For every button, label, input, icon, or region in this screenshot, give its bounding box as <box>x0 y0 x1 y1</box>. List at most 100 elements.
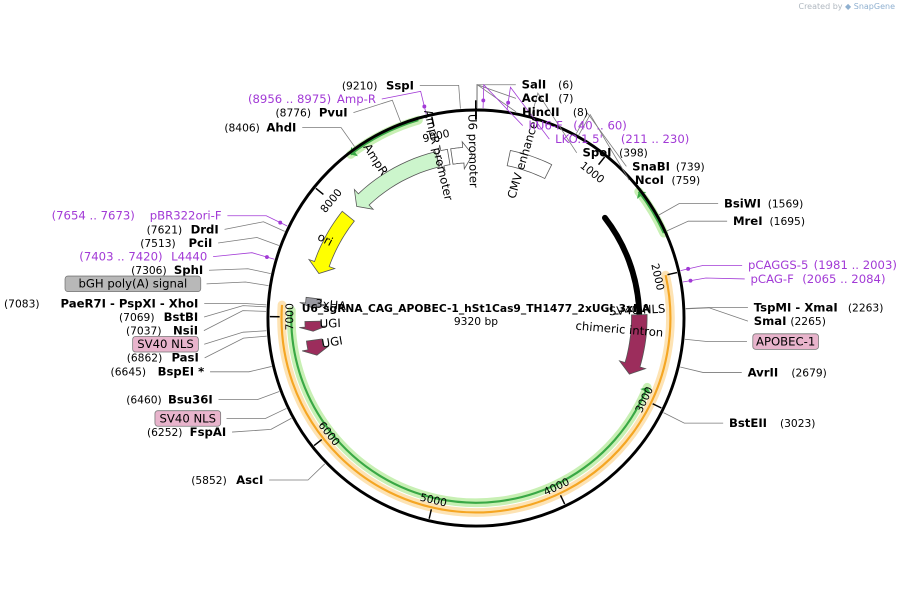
plasmid-name: U6_sgRNA_CAG_APOBEC-1_hSt1Cas9_TH1477_2x… <box>302 302 651 315</box>
feature-promoter <box>436 144 451 172</box>
site-position: (7) <box>558 92 573 105</box>
tick-mark <box>428 509 433 519</box>
leader-line <box>575 112 627 167</box>
leader-line <box>218 237 280 246</box>
restriction-site: AhdI (8406) <box>224 121 296 135</box>
site-name: SspI <box>386 78 414 92</box>
site-name: AccI <box>522 91 549 105</box>
restriction-site: PasI(6862) <box>127 351 199 365</box>
feature-box <box>752 333 819 350</box>
leader-line <box>206 281 269 286</box>
primer-site: L4440 (7403 .. 7420) <box>79 249 269 263</box>
site-name: FspAI <box>190 425 227 439</box>
site-position: (6460) <box>126 394 162 407</box>
restriction-site: PaeR7I - PspXI - XhoI(7083) <box>4 296 198 310</box>
site-position: (7083) <box>4 297 40 310</box>
site-position: (3023) <box>780 417 816 430</box>
leader-line <box>666 220 728 232</box>
feature-box-label: bGH poly(A) signal <box>64 275 202 292</box>
site-position: (6) <box>558 79 573 92</box>
restriction-site: SmaI(2265) <box>754 314 826 328</box>
leader-line <box>204 330 267 345</box>
site-name: AhdI <box>266 121 296 135</box>
site-position: (8406) <box>224 122 260 135</box>
tick-mark <box>313 439 323 447</box>
feature-label: ori <box>315 230 335 249</box>
site-name: SphI <box>174 263 203 277</box>
feature-cds <box>618 314 648 375</box>
feature-box-label: SV40 NLS <box>154 410 222 427</box>
feature-box <box>154 410 222 427</box>
restriction-site: MreI(1695) <box>733 214 805 228</box>
feature-box-text: APOBEC-1 <box>756 334 815 348</box>
leader-line <box>269 463 326 481</box>
feature-misc <box>506 149 553 180</box>
site-name: SmaI <box>754 314 787 328</box>
primer-site: Amp-R (8956 .. 8975) <box>248 92 427 109</box>
credit-prefix: Created by <box>798 2 843 11</box>
feature-intron <box>602 214 642 313</box>
tick-label: 5000 <box>419 491 449 510</box>
credit-brand: SnapGene <box>853 2 895 11</box>
primer-name: hU6-F <box>529 118 564 132</box>
leader-line <box>684 338 747 342</box>
restriction-site: NsiI(7037) <box>126 324 198 338</box>
site-position: (1569) <box>768 197 804 210</box>
leader-line <box>663 412 724 424</box>
restriction-site: FspAI(6252) <box>147 425 226 439</box>
feature-tag <box>299 296 327 309</box>
leader-line <box>302 127 355 147</box>
restriction-site: HincII(8) <box>522 105 588 119</box>
leader-line <box>680 366 742 373</box>
site-position: (2265) <box>790 315 826 328</box>
site-position: (739) <box>676 160 705 173</box>
restriction-site: BstEII (3023) <box>729 416 815 430</box>
site-position: (6645) <box>111 366 147 379</box>
primer-name: pCAGGS-5 <box>748 258 808 272</box>
site-position: (398) <box>619 147 648 160</box>
orf-arc <box>280 274 672 514</box>
primer-position: (8956 .. 8975) <box>248 92 331 106</box>
leader-line <box>226 408 287 419</box>
leader-line <box>419 84 461 109</box>
restriction-site: PvuI(8776) <box>275 105 347 119</box>
site-position: (7621) <box>147 223 183 236</box>
site-name: SpeI <box>583 146 612 160</box>
leader-line <box>353 99 402 123</box>
tick-mark <box>315 187 324 195</box>
feature-rep_origin <box>307 210 355 274</box>
primer-position: (7403 .. 7420) <box>79 249 162 263</box>
orf-arc <box>290 310 649 504</box>
primer-marker <box>481 98 486 103</box>
restriction-site: Bsu36I(6460) <box>126 393 212 407</box>
primer-site: LKO.1 5'(211 .. 230) <box>506 100 689 146</box>
tick-label: 9000 <box>421 127 451 146</box>
site-name: MreI <box>733 214 763 228</box>
tick-mark <box>652 403 662 409</box>
site-position: (7069) <box>119 311 155 324</box>
leader-line <box>685 307 749 322</box>
primer-site: pBR322ori-F(7654 .. 7673) <box>52 209 283 225</box>
primer-marker <box>688 278 693 283</box>
feature-box-label: SV40 NLS <box>132 336 199 353</box>
site-position: (6862) <box>127 352 163 365</box>
primer-name: Amp-R <box>337 92 376 106</box>
primer-site: pCAGGS-5(1981 .. 2003) <box>686 258 897 272</box>
primer-name: L4440 <box>171 249 207 263</box>
site-position: (7513) <box>140 237 176 250</box>
primer-marker <box>506 100 511 105</box>
site-name: AscI <box>236 473 263 487</box>
leader-line <box>578 113 630 181</box>
site-name: BstEII <box>729 416 767 430</box>
tick-label: 1000 <box>578 159 608 186</box>
feature-cds <box>299 320 327 332</box>
primer-name: pCAG-F <box>751 272 795 286</box>
orf-arcs-layer <box>277 115 675 517</box>
restriction-site: DrdI(7621) <box>147 222 219 236</box>
restriction-site: NcoI(759) <box>635 173 700 187</box>
feature-box <box>132 336 199 353</box>
feature-box-text: SV40 NLS <box>137 337 194 351</box>
